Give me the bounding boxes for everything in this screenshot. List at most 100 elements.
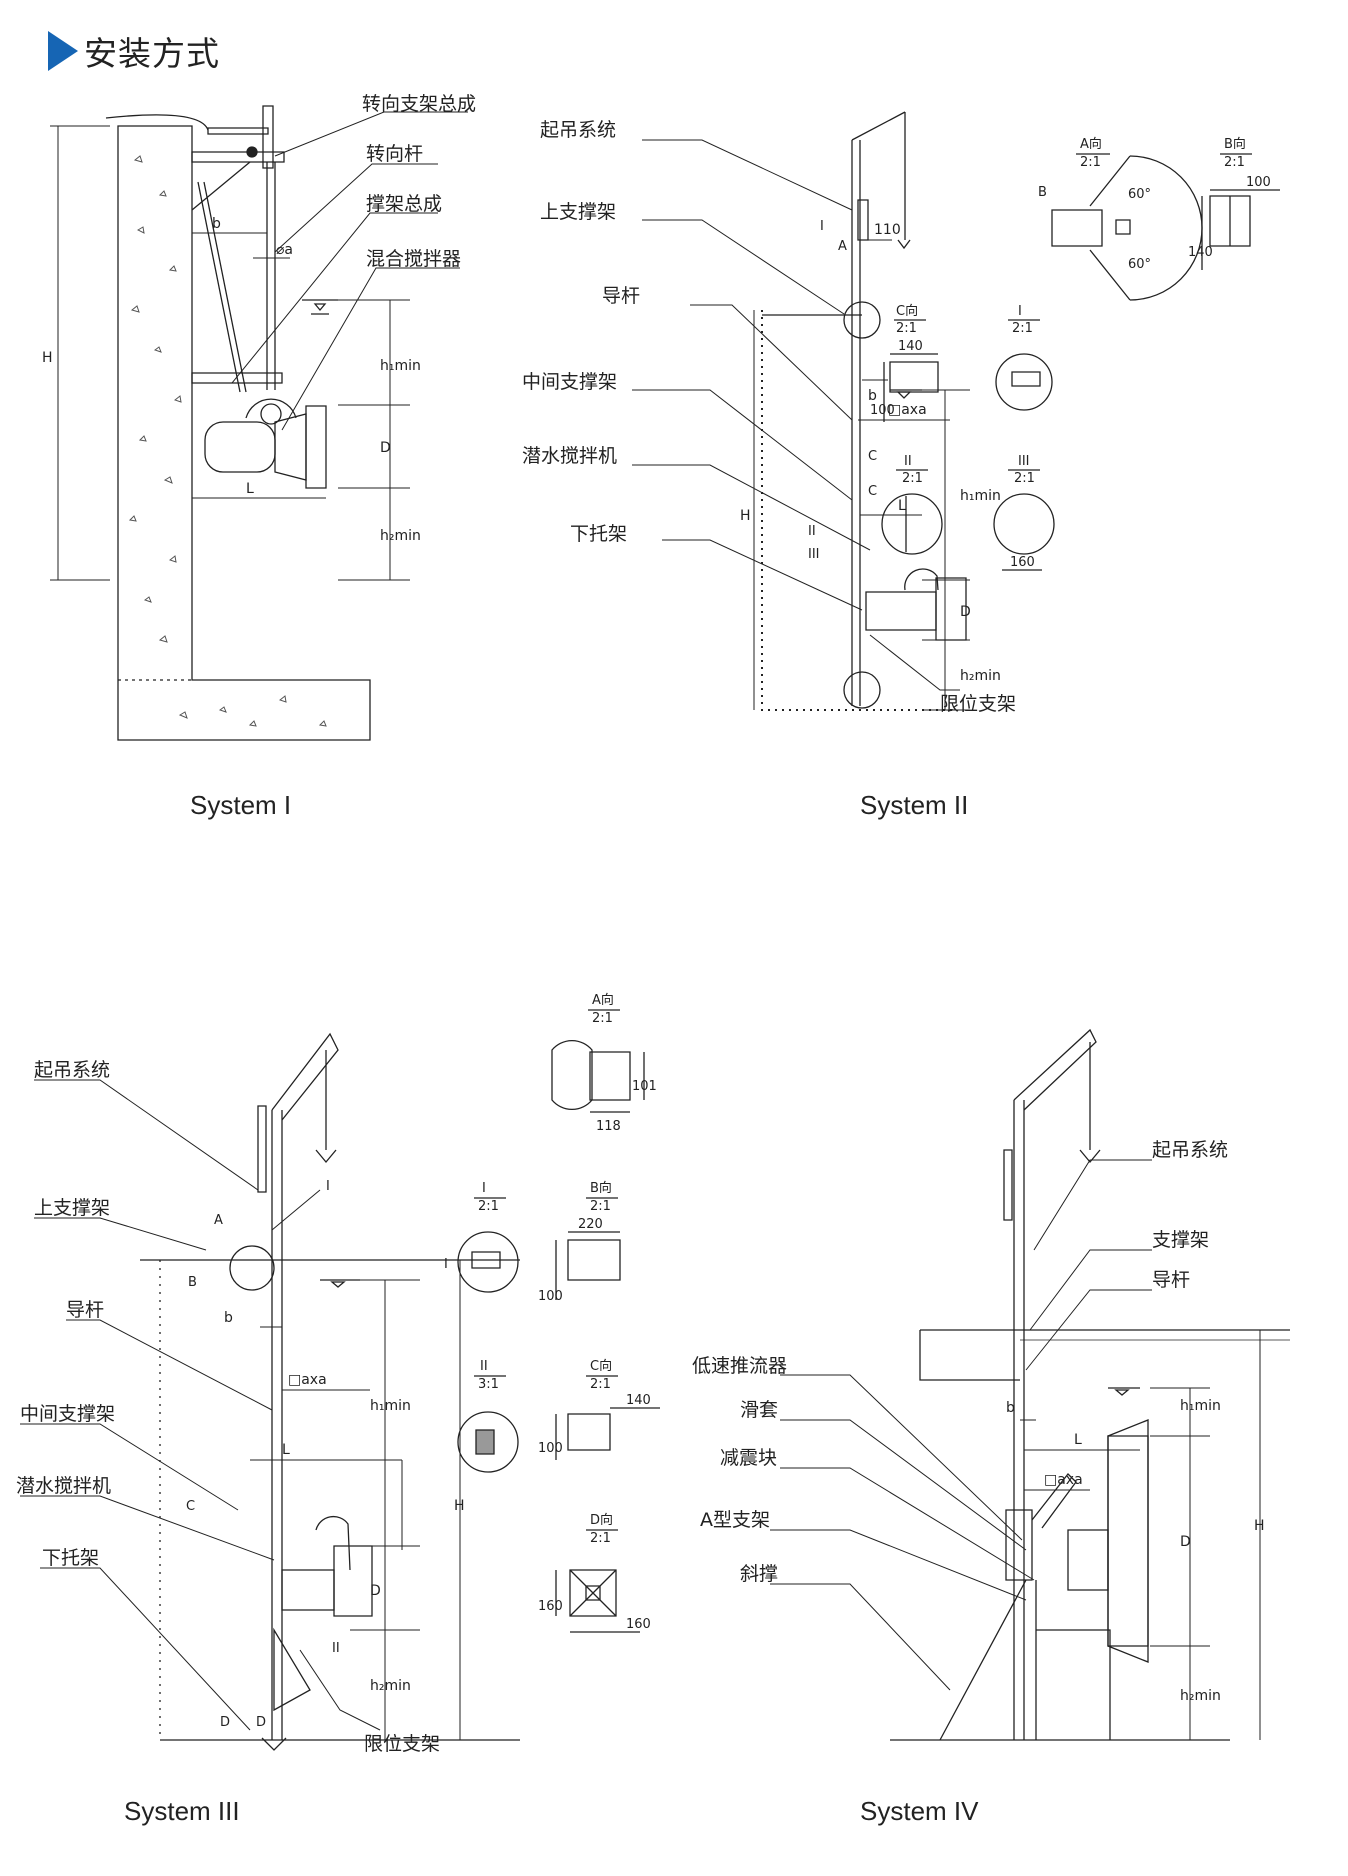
svg-text:I: I: [1018, 304, 1022, 319]
dim-h2: h₂min: [960, 668, 1001, 684]
label-limit-bracket: 限位支架: [940, 693, 1016, 715]
svg-text:220: 220: [578, 1217, 603, 1232]
system2-detail-i: I 2:1: [996, 304, 1052, 410]
dim-110: 110: [874, 222, 901, 238]
svg-text:100: 100: [1246, 175, 1271, 190]
svg-text:A向: A向: [1080, 136, 1102, 152]
svg-text:2:1: 2:1: [1014, 471, 1035, 486]
section-title: 安装方式: [84, 34, 220, 73]
dim-D: D: [380, 440, 391, 456]
turning-bracket-drawing: [106, 106, 284, 392]
label-support: 支撑架: [1152, 1229, 1209, 1251]
label-lower-bracket: 下托架: [570, 523, 627, 545]
system4-diagram: 起吊系统 支撑架 导杆 低速推流器 滑套 减震块 A型支架 斜撑 b L □ax…: [692, 990, 1310, 1790]
label-mixer: 混合搅拌器: [366, 248, 461, 270]
mixer-drawing: [205, 399, 326, 488]
label-middle-support: 中间支撑架: [522, 371, 617, 393]
system3-dimensions: [250, 1260, 460, 1740]
svg-text:II: II: [904, 454, 912, 469]
svg-text:2:1: 2:1: [590, 1199, 611, 1214]
label-guide-rod: 导杆: [1152, 1269, 1190, 1291]
triangle-marker-icon: [48, 31, 78, 71]
svg-text:2:1: 2:1: [1080, 155, 1101, 170]
svg-text:B: B: [1038, 185, 1047, 200]
dim-h1: h₁min: [1180, 1398, 1221, 1414]
svg-text:160: 160: [538, 1599, 563, 1614]
mark-A: A: [838, 239, 847, 254]
svg-text:100: 100: [538, 1441, 563, 1456]
system4-dimensions: [1020, 1330, 1260, 1740]
system2-detail-a: A向 2:1 60° 60° B: [1038, 136, 1202, 300]
label-upper-support: 上支撑架: [540, 201, 616, 223]
label-lower-bracket: 下托架: [42, 1547, 99, 1569]
label-damper: 减震块: [720, 1447, 777, 1469]
system2-structure: [762, 112, 966, 710]
system1-diagram: 转向支架总成 转向杆 撑架总成 混合搅拌器 H b ⌀a h₁min D L h…: [42, 93, 476, 790]
svg-text:I: I: [444, 1257, 448, 1272]
svg-text:160: 160: [626, 1617, 651, 1632]
label-lifting: 起吊系统: [1152, 1139, 1228, 1161]
dim-a: ⌀a: [276, 242, 293, 258]
label-thruster: 低速推流器: [692, 1355, 787, 1377]
system3-diagram: 起吊系统 上支撑架 导杆 中间支撑架 潜水搅拌机 下托架 限位支架 I A B …: [16, 992, 780, 1755]
dim-h2: h₂min: [370, 1678, 411, 1694]
dim-h1: h₁min: [380, 358, 421, 374]
mark-D1: D: [220, 1715, 230, 1730]
system2-detail-iii: III 2:1 160: [994, 454, 1054, 570]
mark-II: II: [332, 1641, 340, 1656]
system2-detail-ii: II 2:1: [882, 454, 942, 554]
water-level-icon: [890, 390, 922, 398]
mark-D2: D: [256, 1715, 266, 1730]
svg-text:100: 100: [870, 403, 895, 418]
svg-text:60°: 60°: [1128, 257, 1151, 272]
water-level-icon: [302, 300, 338, 314]
dim-L: L: [1074, 1432, 1082, 1448]
dim-L: L: [246, 481, 254, 497]
dim-H: H: [42, 350, 53, 366]
dim-h1: h₁min: [960, 488, 1001, 504]
system1-dimensions: [50, 126, 410, 580]
svg-text:2:1: 2:1: [902, 471, 923, 486]
svg-text:C向: C向: [896, 303, 918, 319]
label-lifting: 起吊系统: [540, 119, 616, 141]
system1-leaders: [232, 112, 468, 430]
svg-text:II: II: [480, 1359, 488, 1374]
svg-text:2:1: 2:1: [590, 1531, 611, 1546]
svg-text:160: 160: [1010, 555, 1035, 570]
system3-detail-b: B向 2:1 220 100: [538, 1180, 620, 1304]
system3-structure: [140, 1034, 520, 1750]
system3-detail-c: C向 2:1 140 100: [538, 1358, 660, 1460]
dim-b: b: [868, 388, 877, 404]
label-support-assembly: 撑架总成: [366, 193, 442, 215]
dim-D: D: [370, 1583, 381, 1599]
label-turning-rod: 转向杆: [366, 143, 423, 165]
water-level-icon: [1108, 1388, 1140, 1395]
dim-h2: h₂min: [1180, 1688, 1221, 1704]
svg-text:2:1: 2:1: [1224, 155, 1245, 170]
svg-text:A向: A向: [592, 992, 614, 1008]
dim-h1: h₁min: [370, 1398, 411, 1414]
dim-h2: h₂min: [380, 528, 421, 544]
system4-caption: System IV: [860, 1796, 979, 1826]
mark-C1: C: [868, 449, 877, 464]
system3-leaders: [20, 1080, 380, 1730]
mark-III: III: [808, 547, 820, 562]
svg-text:B向: B向: [590, 1180, 612, 1196]
svg-text:100: 100: [538, 1289, 563, 1304]
system2-caption: System II: [860, 790, 969, 820]
svg-text:140: 140: [626, 1393, 651, 1408]
dim-L: L: [898, 498, 906, 514]
system3-detail-a: A向 2:1 118 101: [552, 992, 657, 1134]
label-middle-support: 中间支撑架: [20, 1403, 115, 1425]
dim-b: b: [212, 216, 221, 232]
label-brace: 斜撑: [740, 1563, 778, 1585]
svg-text:I: I: [482, 1181, 486, 1196]
svg-text:D向: D向: [590, 1512, 613, 1528]
dim-axa: □axa: [1044, 1472, 1083, 1488]
svg-text:C向: C向: [590, 1358, 612, 1374]
label-guide-rod: 导杆: [602, 285, 640, 307]
svg-text:2:1: 2:1: [478, 1199, 499, 1214]
dim-D: D: [1180, 1534, 1191, 1550]
dim-H: H: [740, 508, 751, 524]
mark-A: A: [214, 1213, 223, 1228]
